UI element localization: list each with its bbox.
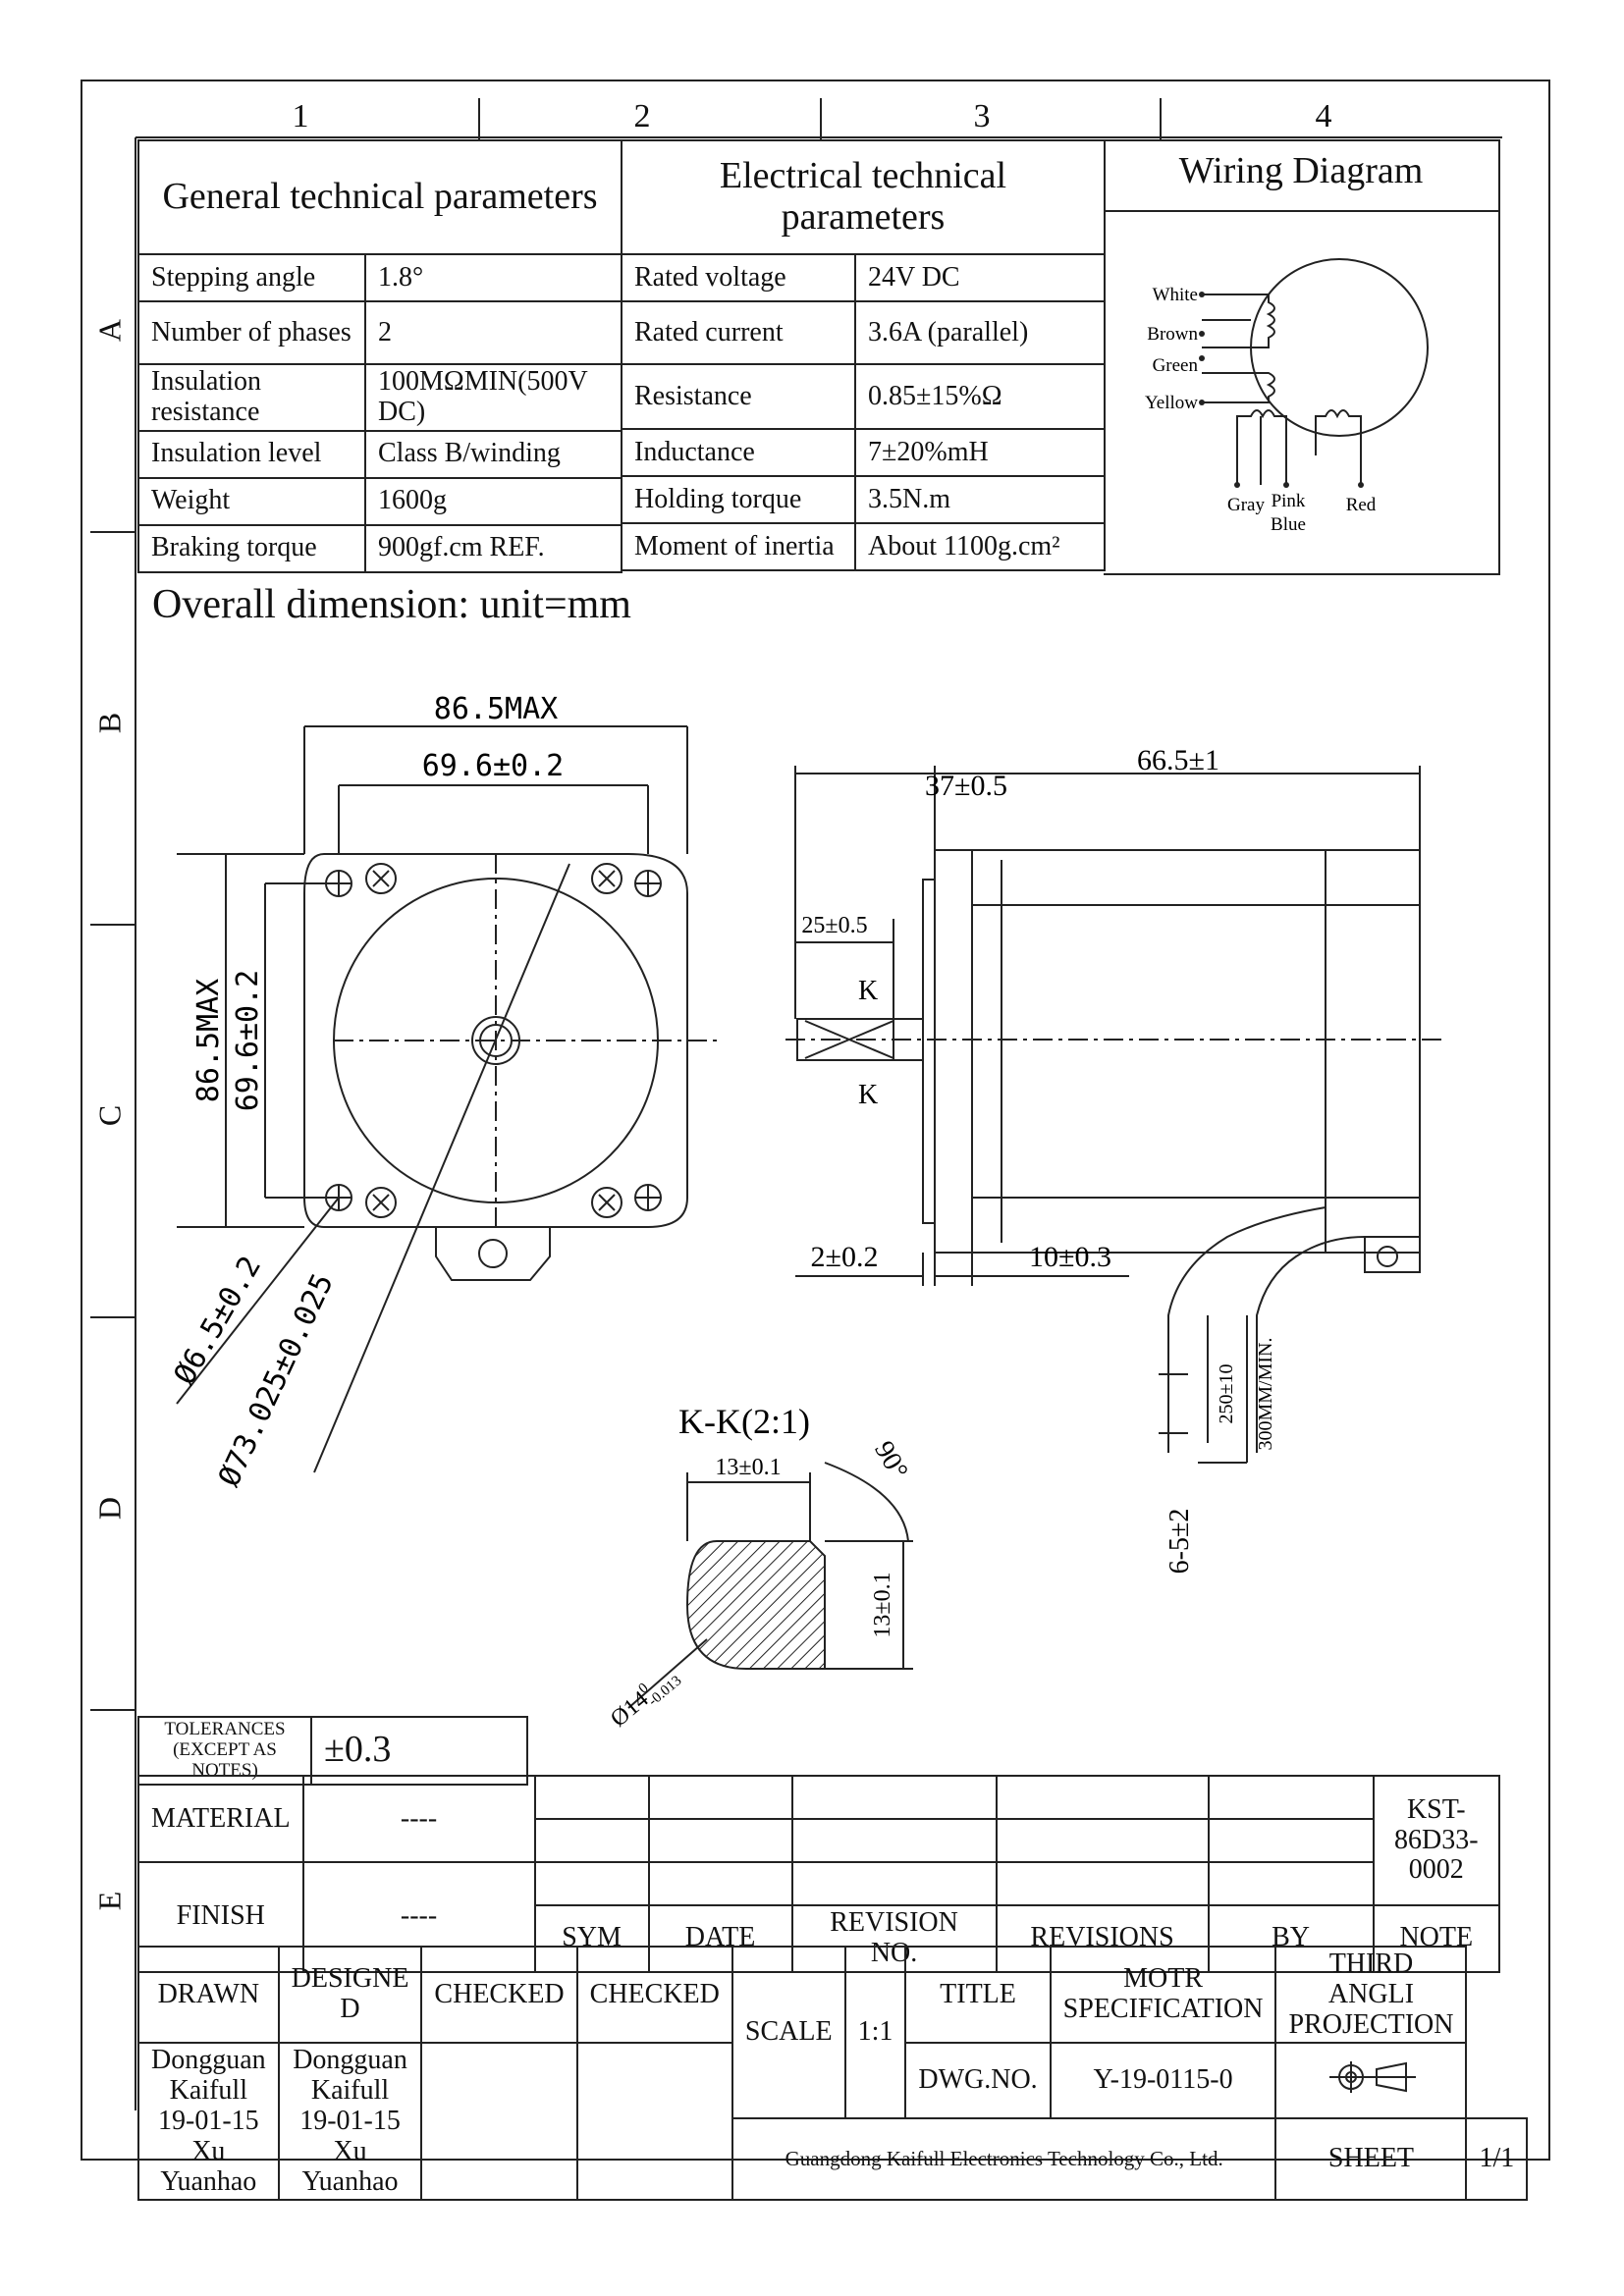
front-hole-dia: Ø6.5±0.2	[167, 1251, 268, 1391]
material-label: MATERIAL	[137, 1775, 304, 1863]
tolerance-label: TOLERANCES (EXCEPT AS NOTES)	[137, 1716, 312, 1786]
wiring-diagram: White Brown Green Yellow Gray Pink Blue …	[1145, 258, 1429, 535]
drawn-value: Dongguan Kaifull 19-01-15 Xu Yuanhao	[137, 2042, 280, 2202]
section-kk: K-K(2:1) 13±0.1 90° 13±0.1 Ø140-0.013	[605, 1402, 913, 1735]
electrical-label: Resistance	[621, 363, 856, 430]
side-lead-len: 250±10	[1216, 1364, 1237, 1424]
side-strip: 6-5±2	[1164, 1509, 1195, 1575]
electrical-label: Inductance	[621, 428, 856, 477]
electrical-value: 7±20%mH	[854, 428, 1106, 477]
side-body-len: 66.5±1	[1137, 744, 1219, 776]
checked-label-1: CHECKED	[420, 1945, 578, 2045]
projection-symbol	[1274, 2042, 1468, 2120]
drawn-label: DRAWN	[137, 1945, 280, 2045]
zone-col-3: 3	[973, 98, 991, 134]
material-value: ----	[301, 1775, 536, 1863]
side-shaft-len: 37±0.5	[925, 770, 1007, 802]
front-view: 86.5MAX 69.6±0.2 86.5MAX 69.6±0.2 Ø6.5±0…	[167, 692, 717, 1492]
designed-label: DESIGNE D	[277, 1945, 423, 2045]
electrical-label: Rated current	[621, 300, 856, 365]
section-height: 13±0.1	[870, 1572, 895, 1637]
projection-label: THIRD ANGLI PROJECTION	[1274, 1945, 1468, 2045]
electrical-params-title: Electrical technical parameters	[621, 139, 1106, 255]
front-width-max: 86.5MAX	[434, 692, 558, 726]
electrical-params-table: Electrical technical parameters Rated vo…	[621, 139, 1106, 571]
wiring-panel: Wiring Diagram	[1104, 139, 1500, 575]
wire-label: Blue	[1271, 514, 1306, 535]
section-mark: K	[858, 1080, 878, 1110]
zone-col-4: 4	[1315, 98, 1332, 134]
general-label: Weight	[137, 476, 366, 526]
electrical-value: About 1100g.cm²	[854, 522, 1106, 571]
general-value: 100MΩMIN(500V DC)	[364, 363, 623, 432]
third-angle-projection-icon	[1329, 2060, 1417, 2093]
electrical-label: Holding torque	[621, 475, 856, 524]
wire-label: Brown	[1147, 324, 1198, 345]
general-params-title: General technical parameters	[137, 139, 623, 255]
electrical-label: Moment of inertia	[621, 522, 856, 571]
wiring-title: Wiring Diagram	[1104, 141, 1498, 212]
wire-label: Gray	[1227, 495, 1265, 515]
general-label: Insulation resistance	[137, 363, 366, 432]
tolerance-label-1: TOLERANCES	[164, 1719, 286, 1739]
electrical-value: 24V DC	[854, 253, 1106, 302]
electrical-label: Rated voltage	[621, 253, 856, 302]
part-number: KST-86D33-0002	[1372, 1775, 1501, 1906]
general-value: Class B/winding	[364, 429, 623, 479]
company-name: Guangdong Kaifull Electronics Technology…	[731, 2117, 1277, 2202]
section-flat: 13±0.1	[715, 1455, 781, 1480]
title-block: DRAWN DESIGNE D CHECKED CHECKED SCALE 1:…	[137, 1945, 1529, 2202]
front-hole-spacing: 69.6±0.2	[422, 749, 565, 783]
side-view: 37±0.5 66.5±1 25±0.5 K K 2±0.2 10±0.3 25…	[785, 744, 1443, 1575]
section-angle: 90°	[868, 1436, 913, 1484]
electrical-value: 0.85±15%Ω	[854, 363, 1106, 430]
general-value: 900gf.cm REF.	[364, 523, 623, 573]
scale-label: SCALE	[731, 1945, 846, 2120]
zone-col-1: 1	[292, 98, 309, 134]
wire-label: White	[1153, 285, 1198, 305]
designed-value: Dongguan Kaifull 19-01-15 Xu Yuanhao	[277, 2042, 423, 2202]
checked-label-2: CHECKED	[575, 1945, 733, 2045]
wire-label: Yellow	[1145, 393, 1198, 413]
wire-label: Pink	[1272, 491, 1306, 511]
side-lead-min: 300MM/MIN.	[1255, 1337, 1276, 1450]
scale-value: 1:1	[843, 1945, 907, 2120]
revision-block: MATERIAL ---- KST-86D33-0002 FINISH ----…	[137, 1775, 1501, 1973]
wire-label: Green	[1153, 355, 1199, 376]
side-key-len: 25±0.5	[801, 913, 867, 938]
section-shaft-dia: Ø140-0.013	[605, 1661, 685, 1735]
front-hole-spacing-v: 69.6±0.2	[231, 970, 265, 1112]
front-height-max: 86.5MAX	[191, 979, 226, 1102]
general-value: 1.8°	[364, 253, 623, 302]
tolerance-box: TOLERANCES (EXCEPT AS NOTES) ±0.3	[137, 1716, 528, 1786]
tolerance-value: ±0.3	[310, 1716, 528, 1786]
sheet-label: SHEET	[1274, 2117, 1468, 2202]
general-value: 2	[364, 300, 623, 365]
section-mark: K	[858, 976, 878, 1006]
dwg-value: Y-19-0115-0	[1049, 2042, 1277, 2120]
dimension-heading: Overall dimension: unit=mm	[152, 582, 631, 627]
general-label: Number of phases	[137, 300, 366, 365]
dwg-label: DWG.NO.	[904, 2042, 1052, 2120]
sheet-value: 1/1	[1465, 2117, 1529, 2202]
general-label: Braking torque	[137, 523, 366, 573]
wire-label: Red	[1346, 495, 1377, 515]
side-boss: 10±0.3	[1029, 1241, 1111, 1273]
title-value: MOTR SPECIFICATION	[1049, 1945, 1277, 2045]
title-label: TITLE	[904, 1945, 1052, 2045]
electrical-value: 3.6A (parallel)	[854, 300, 1106, 365]
electrical-value: 3.5N.m	[854, 475, 1106, 524]
general-params-table: General technical parameters Stepping an…	[137, 139, 623, 573]
general-label: Insulation level	[137, 429, 366, 479]
section-title: K-K(2:1)	[678, 1402, 810, 1441]
general-value: 1600g	[364, 476, 623, 526]
general-label: Stepping angle	[137, 253, 366, 302]
zone-col-2: 2	[633, 98, 651, 134]
side-flange: 2±0.2	[811, 1241, 879, 1273]
